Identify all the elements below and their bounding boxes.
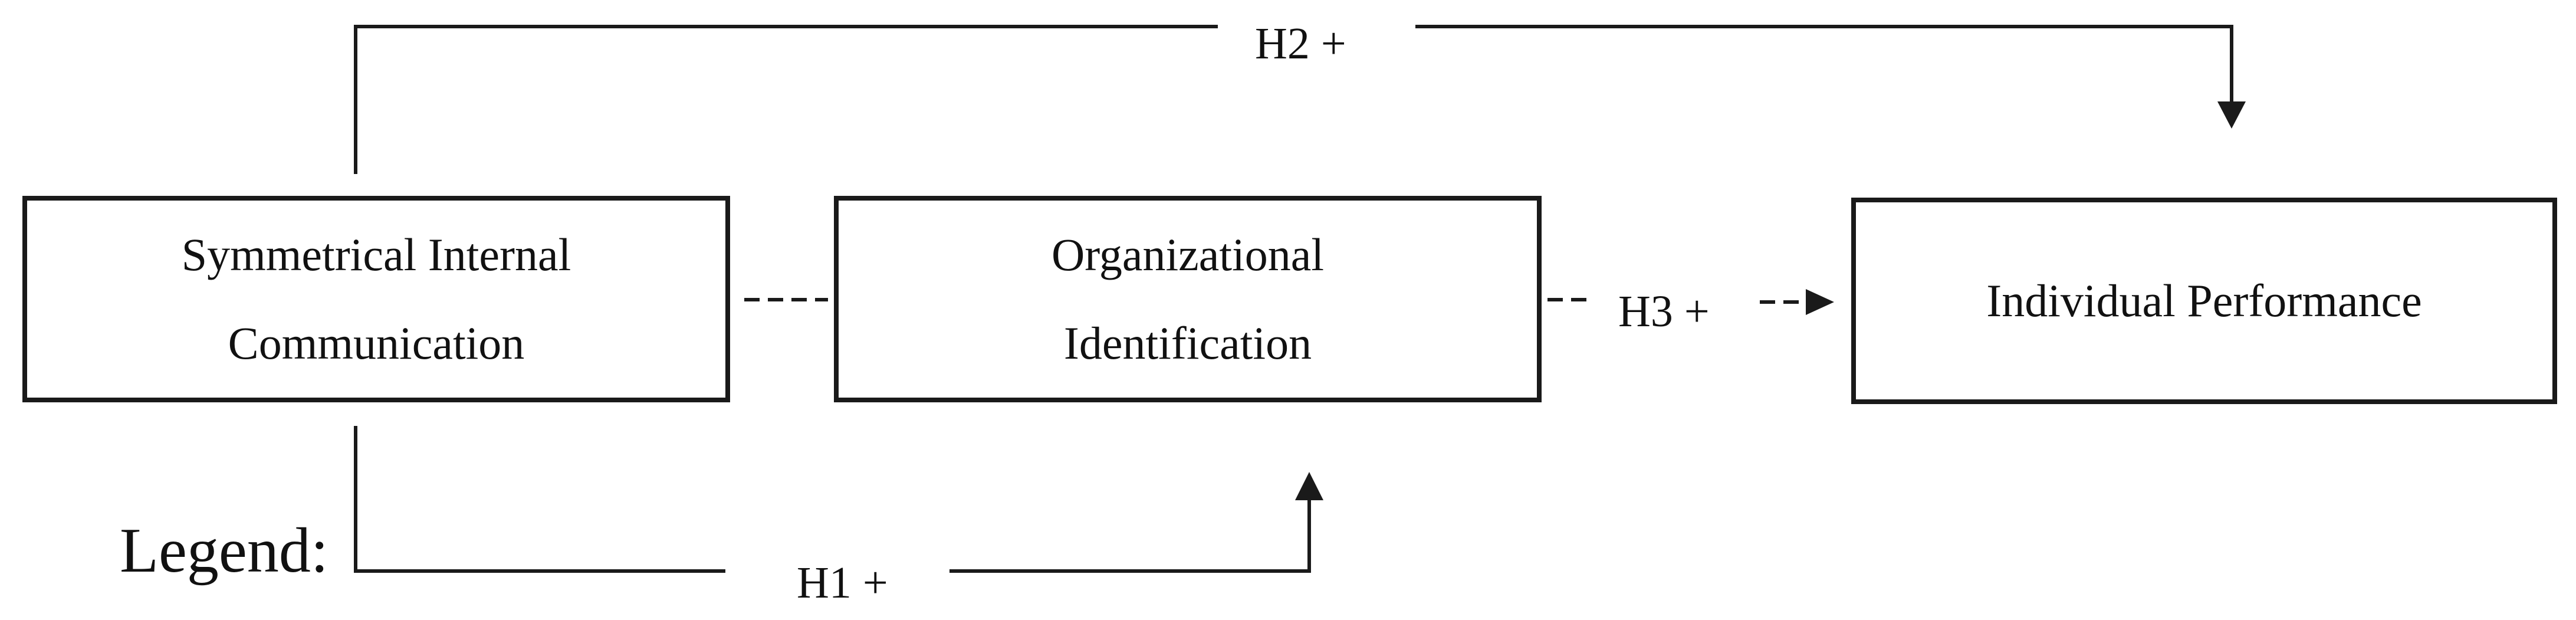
edge-h1-line-right	[949, 500, 1311, 573]
node-organizational-identification: Organizational Identification	[834, 196, 1542, 402]
edge-h2-label: H2 +	[1255, 19, 1346, 68]
legend-label: Legend:	[120, 516, 328, 586]
edge-h1-arrowhead	[1295, 472, 1323, 500]
node-symmetrical-internal-communication: Symmetrical Internal Communication	[22, 196, 730, 402]
edge-h2-line-right	[1415, 25, 2233, 101]
edge-h3-label: H3 +	[1618, 287, 1710, 336]
edge-h1-label: H1 +	[797, 558, 888, 608]
edge-h1-line	[354, 426, 725, 573]
edge-h2-arrowhead	[2217, 101, 2246, 129]
edge-h3-arrowhead	[1806, 289, 1834, 315]
edge-h2-line	[354, 25, 1218, 174]
node-individual-performance: Individual Performance	[1851, 198, 2557, 404]
